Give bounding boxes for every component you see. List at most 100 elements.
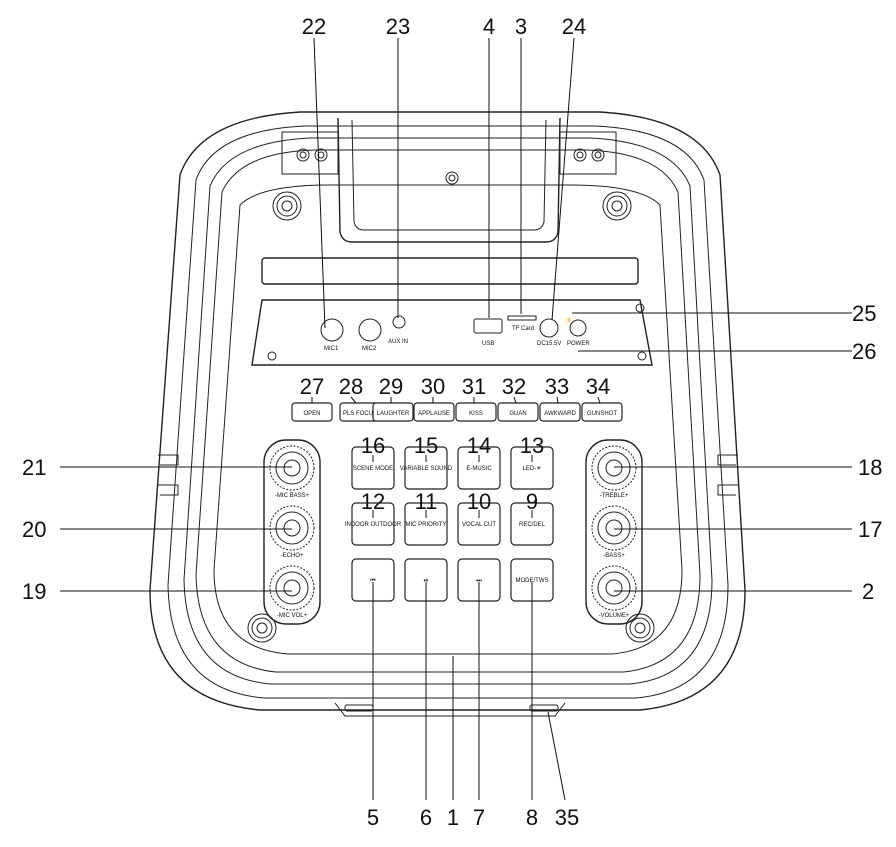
callout-25: 25 [852,301,876,326]
right-knob-panel: -TREBLE+ -BASS+ -VOLUME+ [585,439,643,625]
callout-numbers: 22 23 4 3 24 25 26 27 28 29 30 31 32 33 … [22,14,882,830]
callout-23: 23 [386,14,410,39]
effect-button-guan[interactable] [497,402,539,422]
callout-35: 35 [555,805,579,830]
callout-24: 24 [562,14,586,39]
callout-27: 27 [300,374,324,399]
dc-label: DC15.5V [537,341,561,347]
button-label: LED-☀ [522,465,541,472]
dc-jack[interactable] [539,318,559,338]
callout-20: 20 [22,517,46,542]
callout-17: 17 [858,517,882,542]
callout-28: 28 [339,374,363,399]
knob-label: -MIC VOL+ [277,613,308,619]
callout-31: 31 [462,374,486,399]
callout-6: 6 [420,805,432,830]
callout-8: 8 [526,805,538,830]
treble-knob[interactable] [591,445,637,491]
callout-32: 32 [502,374,526,399]
callout-16: 16 [361,433,385,458]
button-label: MODE/TWS [516,578,549,584]
scene-mode-button[interactable] [351,446,395,490]
usb-port[interactable] [473,318,503,334]
effect-label: OPEN [303,411,320,417]
mic2-label: MIC2 [362,346,377,352]
screw-icon [247,613,277,643]
callout-1: 1 [447,805,459,830]
callout-4: 4 [483,14,495,39]
callout-11: 11 [415,489,438,514]
mic1-jack[interactable] [320,318,344,342]
callout-7: 7 [473,805,485,830]
bass-knob[interactable] [591,505,637,551]
callout-18: 18 [858,455,882,480]
effect-label: GUNSHOT [587,411,617,417]
button-label: VOCAL CUT [462,522,496,528]
screw-icon [602,191,632,221]
knob-label: -MIC BASS+ [275,493,310,499]
button-label: SCENE MODE [353,466,393,472]
power-led-icon: ⚡ [565,316,572,324]
effect-label: PLS FOCUS [343,411,377,417]
callout-13: 13 [520,433,544,458]
effect-button-laughter[interactable] [372,402,414,422]
knob-label: -BASS+ [603,553,625,559]
port-panel: MIC1 MIC2 AUX IN USB TF Card DC15.5V POW… [251,299,653,366]
screw-icon [272,191,302,221]
callout-26: 26 [852,339,876,364]
mic-priority-button[interactable] [404,502,448,546]
echo-knob[interactable] [269,505,315,551]
knob-label: -TREBLE+ [600,493,629,499]
callout-12: 12 [361,489,385,514]
aux-label: AUX IN [388,339,408,345]
screws [247,191,655,643]
e-music-button[interactable] [457,446,501,490]
callout-15: 15 [414,433,438,458]
callout-30: 30 [421,374,445,399]
callout-29: 29 [379,374,403,399]
callout-10: 10 [467,489,491,514]
button-label: E-MUSIC [466,466,492,472]
callout-21: 21 [22,455,46,480]
callout-22: 22 [302,14,326,39]
tf-label: TF Card [512,326,534,332]
button-label: REC/DEL [519,522,546,528]
callout-19: 19 [22,579,46,604]
mic2-jack[interactable] [358,318,382,342]
effect-buttons: OPEN PLS FOCUS LAUGHTER APPLAUSE KISS GU… [291,402,623,422]
button-label: VARIABLE SOUND [400,466,453,472]
mic-bass-knob[interactable] [269,445,315,491]
button-label: INDOOR OUTDOOR [345,522,402,528]
power-label: POWER [567,341,590,347]
effect-label: AWKWARD [544,411,576,417]
callout-14: 14 [467,433,491,458]
indoor-outdoor-button[interactable] [351,502,395,546]
effect-label: GUAN [509,411,526,417]
effect-button-kiss[interactable] [455,402,497,422]
knob-label: -ECHO+ [281,553,304,559]
aux-jack[interactable] [392,315,406,329]
effect-button-applause[interactable] [413,402,455,422]
button-label: MIC PRIORITY [405,522,446,528]
callout-2: 2 [862,579,874,604]
effect-button-awkward[interactable] [539,402,581,422]
rec-del-button[interactable] [510,502,554,546]
power-button[interactable] [569,319,587,337]
callout-5: 5 [367,805,379,830]
volume-knob[interactable] [591,565,637,611]
next-icon: ⏭ [476,578,482,584]
usb-label: USB [482,341,494,347]
control-button-grid: SCENE MODE VARIABLE SOUND E-MUSIC LED-☀ … [345,446,554,602]
effect-label: LAUGHTER [377,411,410,417]
mic-vol-knob[interactable] [269,565,315,611]
callout-34: 34 [586,374,610,399]
vocal-cut-button[interactable] [457,502,501,546]
effect-button-gunshot[interactable] [581,402,623,422]
top-slot [261,257,639,285]
screw-icon [625,613,655,643]
led-button[interactable] [510,446,554,490]
variable-sound-button[interactable] [404,446,448,490]
mic1-label: MIC1 [324,346,339,352]
tf-card-slot[interactable] [507,315,537,321]
